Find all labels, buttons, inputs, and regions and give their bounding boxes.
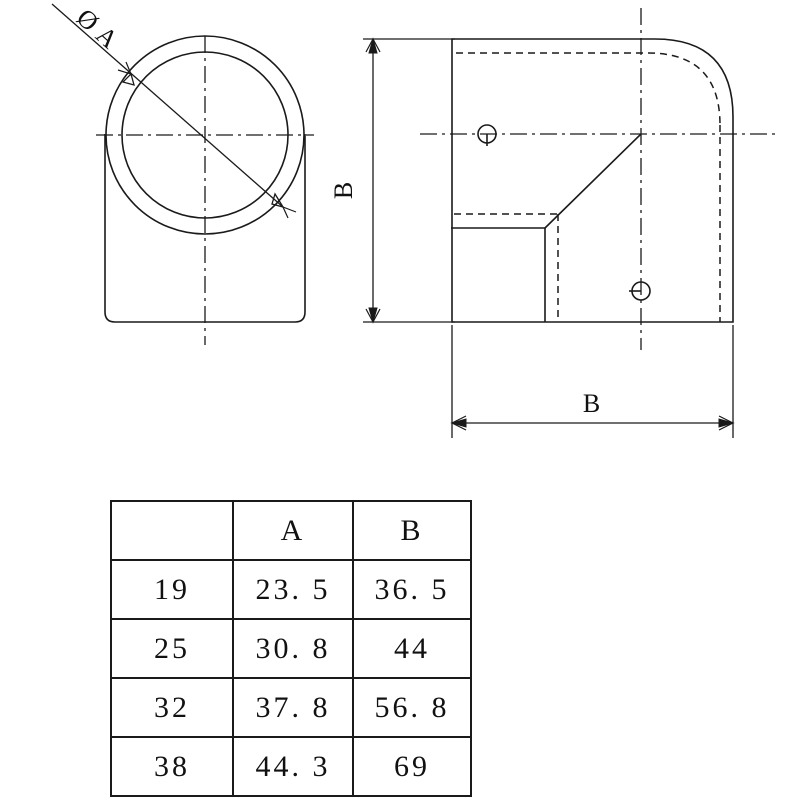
diameter-leader-line	[51, 3, 284, 208]
table-header-size	[110, 500, 234, 561]
dim-b-vert-arrow-top	[368, 37, 378, 54]
table-row: 38 44. 3 69	[110, 736, 472, 797]
diameter-arrow-upper	[121, 72, 135, 86]
diameter-arrow-upper-flare-a	[117, 69, 132, 75]
table-cell-b: 44	[352, 618, 472, 679]
diameter-arrow-lower	[271, 192, 297, 219]
table-cell-b: 69	[352, 736, 472, 797]
set-screw-symbol-side	[629, 281, 651, 301]
socket-shoulder-visible	[451, 227, 546, 322]
table-row: 19 23. 5 36. 5	[110, 559, 472, 620]
dim-b-vert-arrow-bottom	[368, 307, 378, 324]
table-cell-a: 23. 5	[232, 559, 354, 620]
dim-b-horiz-arrow-left	[450, 418, 467, 428]
table-header-a: A	[232, 500, 354, 561]
dim-b-horiz-arrow-right	[718, 418, 735, 428]
table-cell-a: 44. 3	[232, 736, 354, 797]
table-cell-a: 37. 8	[232, 677, 354, 738]
dimension-table: A B 19 23. 5 36. 5 25 30. 8 44 32 37. 8 …	[110, 500, 472, 797]
table-cell-size: 19	[110, 559, 234, 620]
diameter-arrow-upper-flare-b	[125, 61, 132, 75]
table-cell-size: 25	[110, 618, 234, 679]
table-cell-b: 36. 5	[352, 559, 472, 620]
table-header-b: B	[352, 500, 472, 561]
elbow-outer-profile	[451, 38, 734, 323]
table-cell-size: 32	[110, 677, 234, 738]
dimension-b-vertical: B	[329, 37, 455, 324]
miter-line	[544, 133, 642, 229]
dimension-b-horizontal: B	[450, 325, 735, 438]
set-screw-symbol-top	[477, 124, 497, 146]
bore-corner-hidden-arc	[647, 52, 721, 126]
dim-b-vertical-label: B	[329, 181, 358, 199]
table-cell-b: 56. 8	[352, 677, 472, 738]
table-row: 25 30. 8 44	[110, 618, 472, 679]
table-header-row: A B	[110, 500, 472, 561]
elbow-side-view-group	[420, 8, 775, 350]
dim-b-horizontal-label: B	[583, 389, 601, 418]
end-view-group: Ø A	[51, 3, 314, 345]
diameter-label: Ø A	[71, 3, 124, 55]
table-row: 32 37. 8 56. 8	[110, 677, 472, 738]
table-cell-size: 38	[110, 736, 234, 797]
table-cell-a: 30. 8	[232, 618, 354, 679]
